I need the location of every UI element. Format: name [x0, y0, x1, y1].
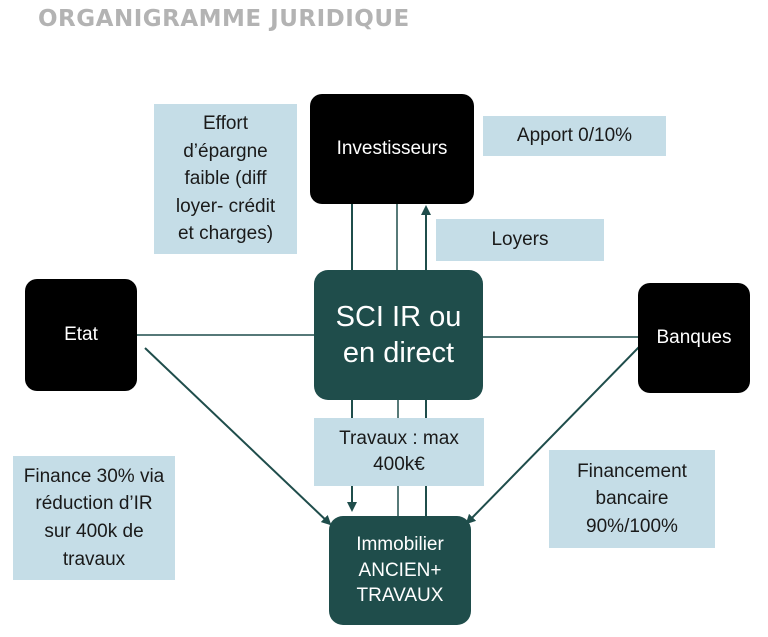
node-immobilier: Immobilier ANCIEN+ TRAVAUX [329, 516, 471, 625]
node-investisseurs-label: Investisseurs [336, 138, 448, 159]
label-travaux: Travaux : max 400k€ [314, 418, 484, 486]
node-investisseurs: Investisseurs [310, 94, 474, 204]
connector-etat-immo-arrow [144, 347, 332, 526]
node-banques: Banques [638, 283, 750, 393]
label-travaux-text: Travaux : max 400k€ [339, 428, 459, 475]
label-apport: Apport 0/10% [483, 116, 666, 156]
node-sci: SCI IR ou en direct [314, 270, 483, 400]
label-financement-text: Financement bancaire 90%/100% [577, 460, 687, 537]
label-financement: Financement bancaire 90%/100% [549, 450, 715, 548]
node-etat: Etat [25, 279, 137, 391]
label-apport-text: Apport 0/10% [516, 125, 633, 147]
node-etat-label: Etat [64, 324, 98, 345]
page-title: ORGANIGRAMME JURIDIQUE [38, 6, 410, 32]
node-immobilier-label: Immobilier ANCIEN+ TRAVAUX [356, 534, 444, 607]
label-finance-text: Finance 30% via réduction d’IR sur 400k … [23, 465, 165, 570]
node-banques-label: Banques [656, 327, 732, 348]
label-loyers-text: Loyers [491, 229, 549, 251]
label-effort: Effort d’épargne faible (diff loyer- cré… [154, 104, 297, 254]
label-finance: Finance 30% via réduction d’IR sur 400k … [13, 456, 175, 580]
label-effort-text: Effort d’épargne faible (diff loyer- cré… [175, 113, 276, 245]
connector-banques-immo-arrow [465, 345, 641, 525]
node-sci-label: SCI IR ou en direct [335, 300, 462, 369]
label-loyers: Loyers [436, 219, 604, 261]
